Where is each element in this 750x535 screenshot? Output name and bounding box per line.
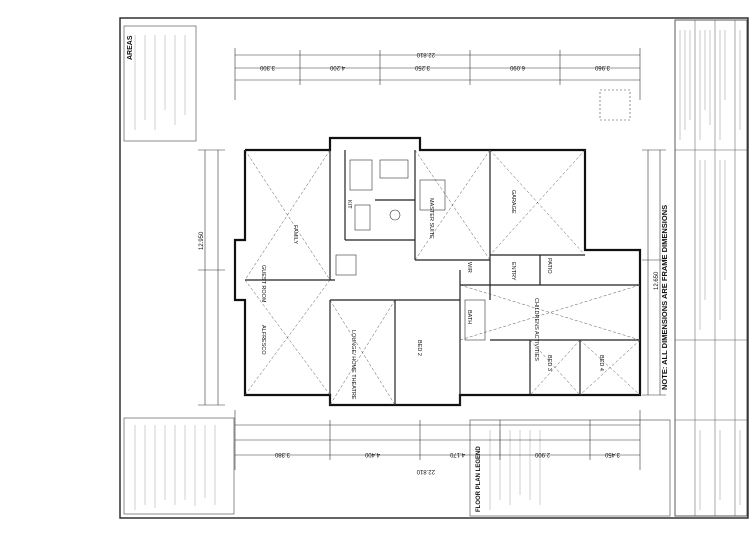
areas-schedule: AREAS xyxy=(123,25,197,142)
room-lounge: LOUNGE/ HOME THEATRE xyxy=(350,330,356,400)
dim-overall-bottom: 22.810 xyxy=(416,468,435,474)
dim-depth-left: 12.950 xyxy=(199,231,205,250)
room-entry: ENTRY xyxy=(510,262,516,281)
dim-d3: 3.250 xyxy=(414,64,430,70)
notes-block xyxy=(123,417,235,515)
fixtures xyxy=(335,159,486,341)
dim-d4: 3.380 xyxy=(274,451,290,457)
dimension-lines xyxy=(198,48,666,470)
room-garage: GARAGE xyxy=(510,190,516,214)
dim-d2: 4.200 xyxy=(329,64,345,70)
room-childrens: CHILDRENS ACTIVITIES xyxy=(533,298,539,361)
room-bed2: BED 2 xyxy=(416,340,422,356)
dim-d8: 3.450 xyxy=(604,451,620,457)
areas-heading: AREAS xyxy=(127,35,134,60)
room-family: FAMILY xyxy=(292,225,298,244)
room-kit: KIT xyxy=(346,200,352,209)
room-labels: FAMILY GUEST ROOM MASTER SUITE GARAGE LO… xyxy=(260,190,604,400)
dim-d6: 4.170 xyxy=(449,451,465,457)
room-alfresco: ALFRESCO xyxy=(260,325,266,355)
ceiling-lines xyxy=(244,149,641,406)
room-bed4: BED 4 xyxy=(598,355,604,371)
exterior-walls xyxy=(233,136,642,407)
legend-title: FLOOR PLAN LEGEND xyxy=(476,446,482,512)
dim-d9: 6.090 xyxy=(509,64,525,70)
sheet-border xyxy=(119,17,749,519)
room-master: MASTER SUITE xyxy=(428,198,434,239)
room-guest: GUEST ROOM xyxy=(260,265,266,303)
room-bed3: BED 3 xyxy=(546,355,552,371)
room-wir: WIR xyxy=(466,262,472,273)
dim-d10: 3.960 xyxy=(594,64,610,70)
frame-note: NOTE: ALL DIMENSIONS ARE FRAME DIMENSION… xyxy=(660,205,669,390)
key-box xyxy=(599,89,631,121)
dim-overall-top: 22.810 xyxy=(416,51,435,57)
dim-depth-right: 12.650 xyxy=(654,271,660,290)
room-patio: PATIO xyxy=(546,258,552,274)
title-block xyxy=(674,19,748,517)
room-bath: BATH xyxy=(466,310,472,324)
dimension-labels: 22.810 3.300 4.200 3.250 6.090 3.960 22.… xyxy=(199,51,660,474)
dim-d5: 4.400 xyxy=(364,451,380,457)
dim-d1: 3.300 xyxy=(259,64,275,70)
dim-d7: 2.900 xyxy=(534,451,550,457)
floor-plan-legend: FLOOR PLAN LEGEND xyxy=(469,419,671,517)
interior-walls xyxy=(245,150,640,405)
